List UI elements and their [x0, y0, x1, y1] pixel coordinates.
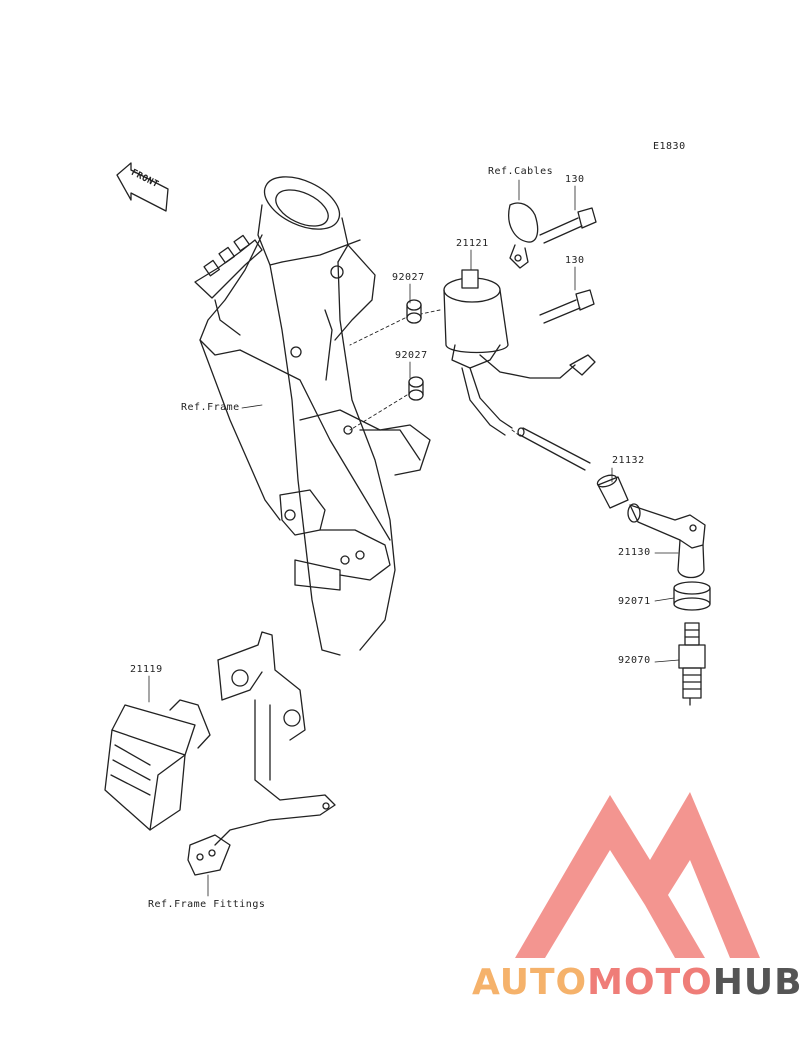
label-collar-top: 92027 [392, 272, 425, 283]
label-ref-frame: Ref.Frame [181, 402, 240, 413]
leader-lines [349, 309, 521, 437]
bolt-top [539, 207, 597, 244]
cable-clamp [508, 202, 539, 269]
label-spark-plug: 92070 [618, 655, 651, 666]
lead-cap [596, 474, 629, 509]
plug-cap [627, 503, 706, 579]
diagram-code: E1830 [653, 141, 686, 152]
seal [673, 581, 711, 611]
label-igniter: 21119 [130, 664, 163, 675]
front-arrow-icon [116, 162, 169, 212]
label-ref-frame-fittings: Ref.Frame Fittings [148, 899, 266, 910]
spark-plug [678, 622, 706, 706]
brand-part-auto: AUTO [472, 962, 588, 1003]
label-bolt-top: 130 [565, 174, 585, 185]
watermark-brand: AUTOMOTOHUB [472, 962, 800, 1003]
label-plug-cap: 21130 [618, 547, 651, 558]
frame-fittings [187, 631, 336, 876]
label-lead-cap: 21132 [612, 455, 645, 466]
label-seal: 92071 [618, 596, 651, 607]
label-ref-cables: Ref.Cables [488, 166, 554, 177]
label-leaders [148, 179, 680, 897]
bolt-middle [539, 289, 595, 324]
frame-drawing [194, 176, 431, 656]
brand-part-hub: HUB [712, 962, 800, 1003]
igniter [104, 699, 211, 831]
brand-part-moto: MOTO [587, 962, 713, 1003]
watermark-logo-icon [515, 792, 760, 958]
ignition-coil [443, 269, 596, 436]
collar-top [406, 299, 422, 324]
label-bolt-mid: 130 [565, 255, 585, 266]
collar-bottom [408, 376, 424, 401]
label-collar-bottom: 92027 [395, 350, 428, 361]
label-coil: 21121 [456, 238, 489, 249]
ht-lead [517, 427, 591, 471]
